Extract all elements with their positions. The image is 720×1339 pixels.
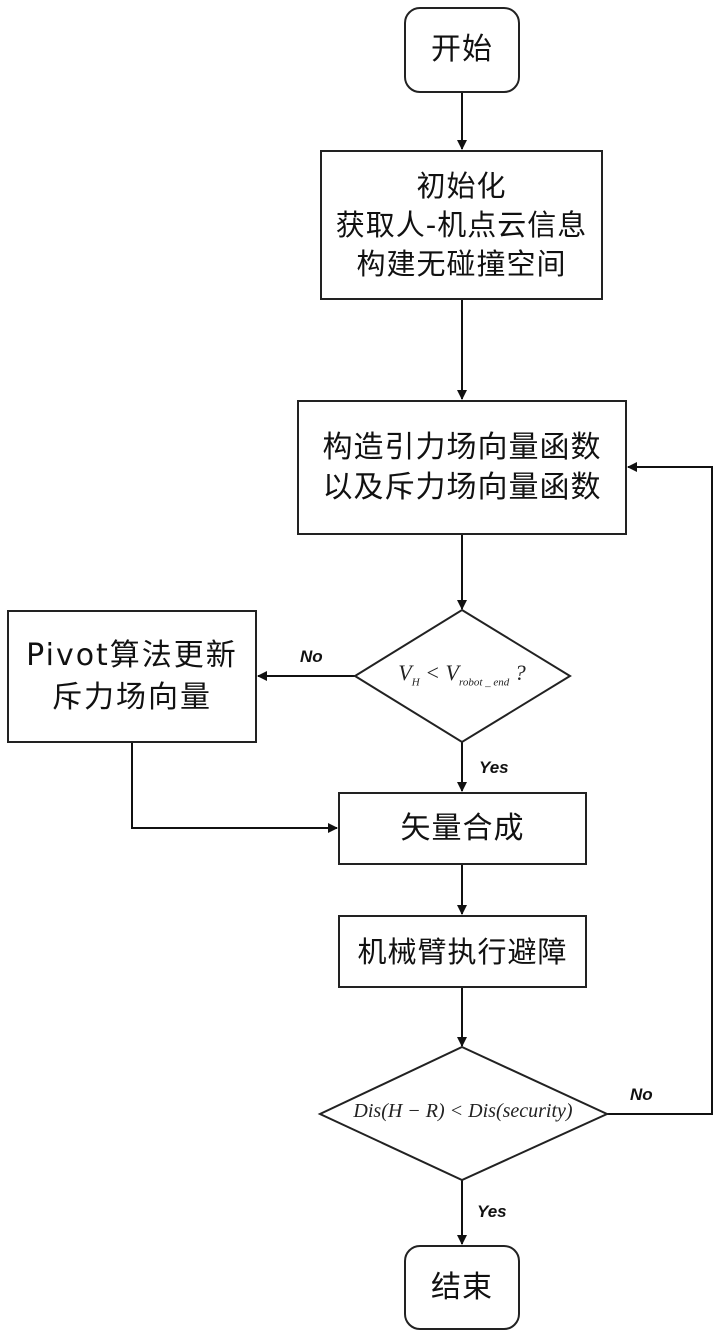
synthesis-text: 矢量合成 — [401, 810, 525, 848]
construct-line-1: 构造引力场向量函数 — [323, 428, 602, 468]
cond2-text: Dis(H − R) < Dis(security) — [353, 1100, 572, 1122]
execute-process-box: 机械臂执行避障 — [338, 915, 587, 988]
decision2-yes-label: Yes — [477, 1202, 507, 1222]
construct-line-2: 以及斥力场向量函数 — [323, 468, 602, 508]
init-line-2: 获取人-机点云信息 — [336, 206, 587, 245]
cond1-question-mark: ? — [509, 660, 526, 685]
decision2-no-label: No — [630, 1085, 653, 1105]
decision1-no-label: No — [300, 647, 323, 667]
cond1-var-vrobot: V — [446, 660, 459, 685]
cond1-var-vh: V — [398, 660, 411, 685]
decision1-yes-label: Yes — [479, 758, 509, 778]
init-line-3: 构建无碰撞空间 — [356, 245, 566, 284]
decision1-condition: VH < Vrobot _ end ? — [372, 660, 552, 688]
edge-pivot-synthesis — [132, 743, 337, 828]
start-terminal: 开始 — [404, 7, 520, 93]
edge-decision2-construct-loop — [607, 467, 712, 1114]
decision2-condition: Dis(H − R) < Dis(security) — [330, 1100, 596, 1123]
pivot-line-2: 斥力场向量 — [52, 677, 212, 719]
pivot-line-1: Pivot算法更新 — [26, 635, 238, 677]
pivot-process-box: Pivot算法更新 斥力场向量 — [7, 610, 257, 743]
construct-process-box: 构造引力场向量函数 以及斥力场向量函数 — [297, 400, 627, 535]
cond1-sub-robot-end: robot _ end — [459, 676, 509, 688]
end-text: 结束 — [431, 1269, 493, 1307]
execute-text: 机械臂执行避障 — [357, 933, 567, 971]
cond1-sub-h: H — [412, 676, 420, 688]
synthesis-process-box: 矢量合成 — [338, 792, 587, 865]
end-terminal: 结束 — [404, 1245, 520, 1330]
cond1-operator: < — [420, 660, 446, 685]
init-process-box: 初始化 获取人-机点云信息 构建无碰撞空间 — [320, 150, 603, 300]
init-line-1: 初始化 — [416, 167, 506, 206]
start-text: 开始 — [431, 31, 493, 69]
